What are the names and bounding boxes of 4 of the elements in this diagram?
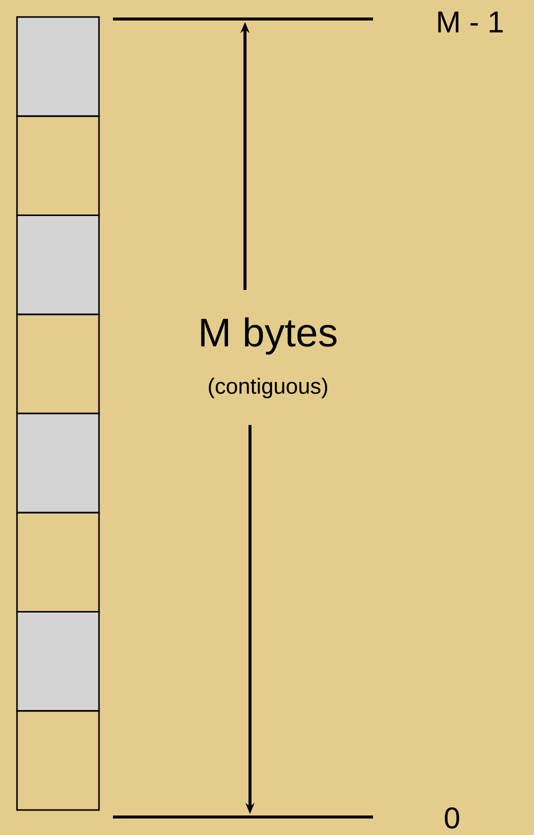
start-address: 0 [444, 807, 460, 829]
dimension-label: M bytes [201, 317, 337, 355]
dimension-note: (contiguous) [208, 378, 328, 398]
end-address: M - 1 [438, 12, 503, 32]
